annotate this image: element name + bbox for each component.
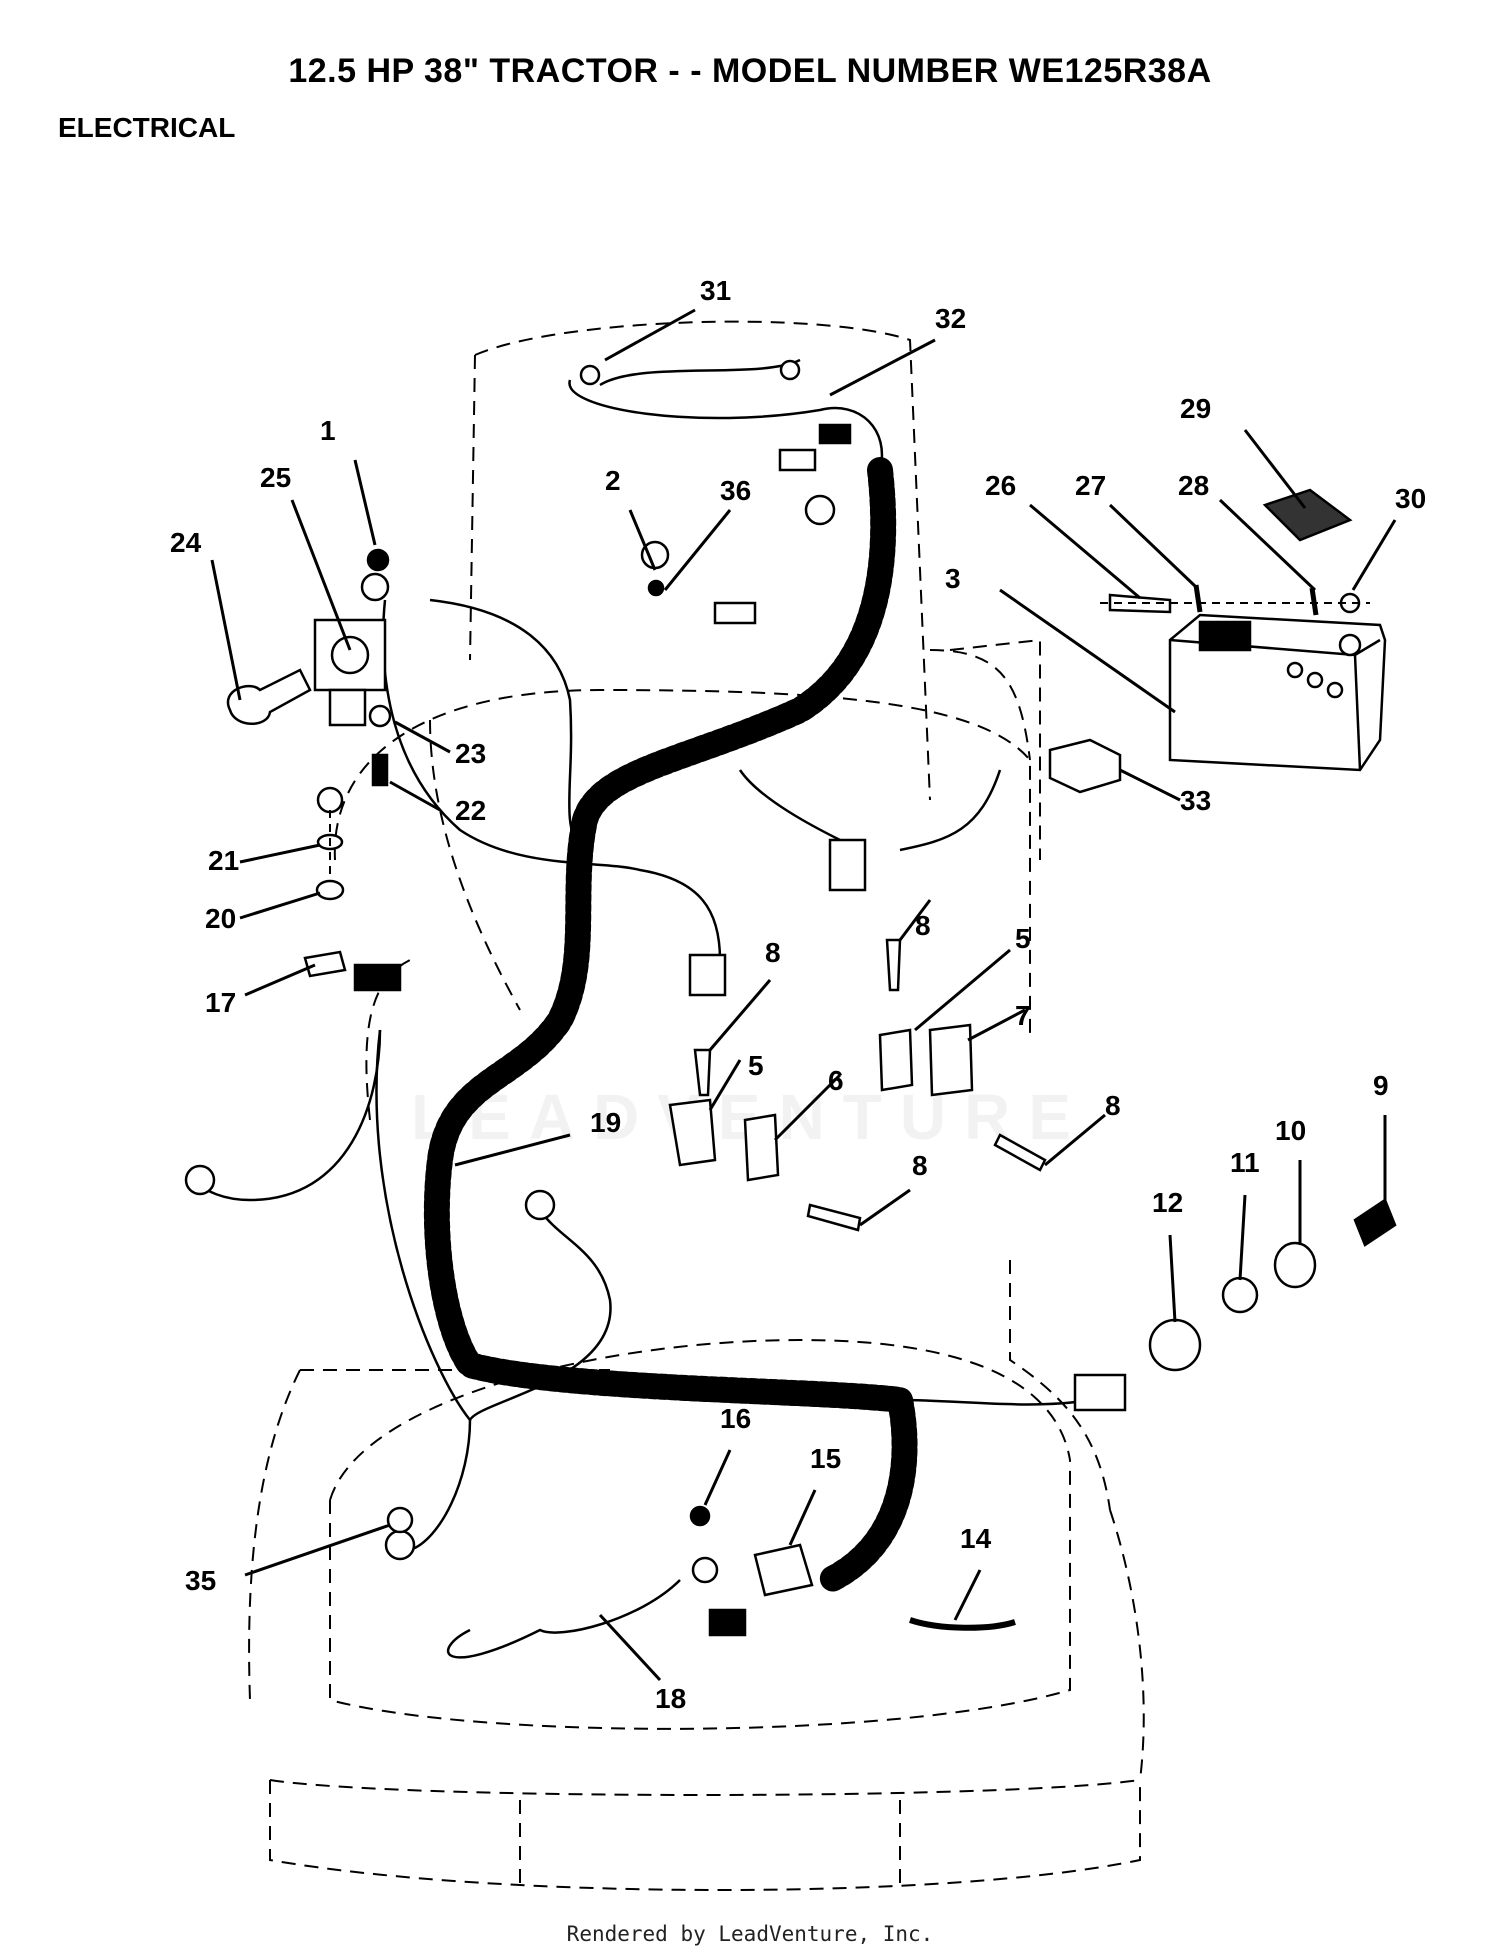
footer-credit: Rendered by LeadVenture, Inc. bbox=[566, 1922, 934, 1946]
callout-18: 18 bbox=[655, 1683, 686, 1714]
callout-26: 26 bbox=[985, 470, 1016, 501]
terminal-icon bbox=[1309, 587, 1319, 616]
callout-24: 24 bbox=[170, 527, 202, 558]
interlock-connector-icon bbox=[708, 1608, 747, 1637]
component-symbols bbox=[184, 359, 1397, 1637]
lock-washer-icon-23 bbox=[368, 704, 392, 728]
section-title: ELECTRICAL bbox=[58, 112, 236, 143]
ring-terminal-icon-2 bbox=[316, 786, 344, 814]
callout-25: 25 bbox=[260, 462, 291, 493]
connector-icon-6 bbox=[1073, 1373, 1127, 1412]
ignition-switch-icon bbox=[1148, 1318, 1202, 1372]
hex-nut-icon-11 bbox=[1221, 1276, 1259, 1314]
callout-numbers: 1 2 3 5 5 6 7 8 8 8 8 9 10 11 12 14 15 1… bbox=[170, 275, 1426, 1714]
nut-icon-1 bbox=[366, 548, 390, 572]
callout-31: 31 bbox=[700, 275, 731, 306]
ring-terminal-icon-5 bbox=[384, 1529, 416, 1561]
headlight-bulb-icon-left bbox=[579, 364, 601, 386]
callout-12: 12 bbox=[1152, 1187, 1183, 1218]
callout-8b: 8 bbox=[915, 910, 931, 941]
callout-8a: 8 bbox=[765, 937, 781, 968]
callout-11: 11 bbox=[1230, 1147, 1260, 1178]
callout-32: 32 bbox=[935, 303, 966, 334]
callout-9: 9 bbox=[1373, 1070, 1389, 1101]
connector-icon-5 bbox=[688, 953, 727, 997]
rocker-switch-icon bbox=[1048, 738, 1122, 794]
connector-icon-1 bbox=[778, 448, 817, 472]
callout-7: 7 bbox=[1015, 1000, 1031, 1031]
ring-terminal-icon-1 bbox=[360, 572, 390, 602]
nut-icon-36 bbox=[647, 579, 665, 597]
battery-icon bbox=[1168, 613, 1387, 772]
headlight-bulb-icon-right bbox=[779, 359, 801, 381]
battery-cover-icon bbox=[1262, 488, 1353, 542]
bracket-icon-5a bbox=[668, 1098, 717, 1167]
callout-17: 17 bbox=[205, 987, 236, 1018]
callout-6: 6 bbox=[828, 1065, 844, 1096]
callout-29: 29 bbox=[1180, 393, 1211, 424]
callout-23: 23 bbox=[455, 738, 486, 769]
callout-36: 36 bbox=[720, 475, 751, 506]
solenoid-icon bbox=[313, 618, 387, 727]
callout-35: 35 bbox=[185, 1565, 216, 1596]
callout-5a: 5 bbox=[1015, 923, 1031, 954]
leadventure-watermark: LEADVENTURE bbox=[410, 1081, 1090, 1153]
bolt-icon-8b bbox=[885, 938, 902, 992]
callout-27: 27 bbox=[1075, 470, 1106, 501]
callout-15: 15 bbox=[810, 1443, 841, 1474]
connector-icon-3 bbox=[713, 601, 757, 625]
nut-icon-16 bbox=[689, 1505, 711, 1527]
callout-33: 33 bbox=[1180, 785, 1211, 816]
page-title: 12.5 HP 38" TRACTOR - - MODEL NUMBER WE1… bbox=[288, 52, 1212, 90]
callout-20: 20 bbox=[205, 903, 236, 934]
callout-8c: 8 bbox=[1105, 1090, 1121, 1121]
bolt-icon bbox=[1108, 593, 1172, 614]
callout-10: 10 bbox=[1275, 1115, 1306, 1146]
callout-2: 2 bbox=[605, 465, 621, 496]
bezel-icon-10 bbox=[1273, 1241, 1317, 1289]
ring-terminal-icon-3 bbox=[184, 1164, 216, 1196]
ring-terminal-icon-6 bbox=[691, 1556, 719, 1584]
bolt-icon-8d bbox=[806, 1203, 862, 1232]
plunger-switch-icon-7 bbox=[928, 1023, 974, 1097]
bolt-icon-22 bbox=[371, 753, 389, 787]
tractor-body-outline bbox=[248, 320, 1145, 1891]
bolt-icon-8c bbox=[993, 1133, 1047, 1172]
callout-1: 1 bbox=[320, 415, 336, 446]
terminal-boot-icon bbox=[226, 668, 312, 725]
callout-21: 21 bbox=[208, 845, 239, 876]
callout-3: 3 bbox=[945, 563, 961, 594]
callout-16: 16 bbox=[720, 1403, 751, 1434]
callout-22: 22 bbox=[455, 795, 486, 826]
callout-28: 28 bbox=[1178, 470, 1209, 501]
callout-30: 30 bbox=[1395, 483, 1426, 514]
key-icon bbox=[1353, 1198, 1397, 1247]
ring-terminal-icon-7 bbox=[804, 494, 836, 526]
plunger-switch-icon-6 bbox=[743, 1113, 780, 1182]
callout-5b: 5 bbox=[748, 1050, 764, 1081]
callout-8d: 8 bbox=[912, 1150, 928, 1181]
coiled-wire-harness bbox=[423, 457, 918, 1593]
cable-tie-icon bbox=[909, 1617, 1016, 1631]
ring-terminal-icon-4 bbox=[524, 1189, 556, 1221]
nut-icon-20 bbox=[315, 879, 345, 901]
callout-19: 19 bbox=[590, 1107, 621, 1138]
connector-icon-2 bbox=[818, 423, 852, 445]
harness-wires bbox=[189, 358, 1091, 1659]
washer-icon bbox=[1193, 584, 1203, 613]
fuse-holder-icon bbox=[353, 963, 402, 992]
callout-14: 14 bbox=[960, 1523, 992, 1554]
ground-ring-icon-35 bbox=[386, 1506, 414, 1534]
connector-icon-4 bbox=[828, 838, 867, 892]
callout-leader-lines bbox=[210, 308, 1397, 1682]
bracket-icon-5b bbox=[878, 1028, 914, 1092]
bolt-icon-8a bbox=[693, 1048, 712, 1097]
interlock-switch-icon-15 bbox=[753, 1543, 814, 1597]
fuse-icon bbox=[303, 950, 347, 978]
